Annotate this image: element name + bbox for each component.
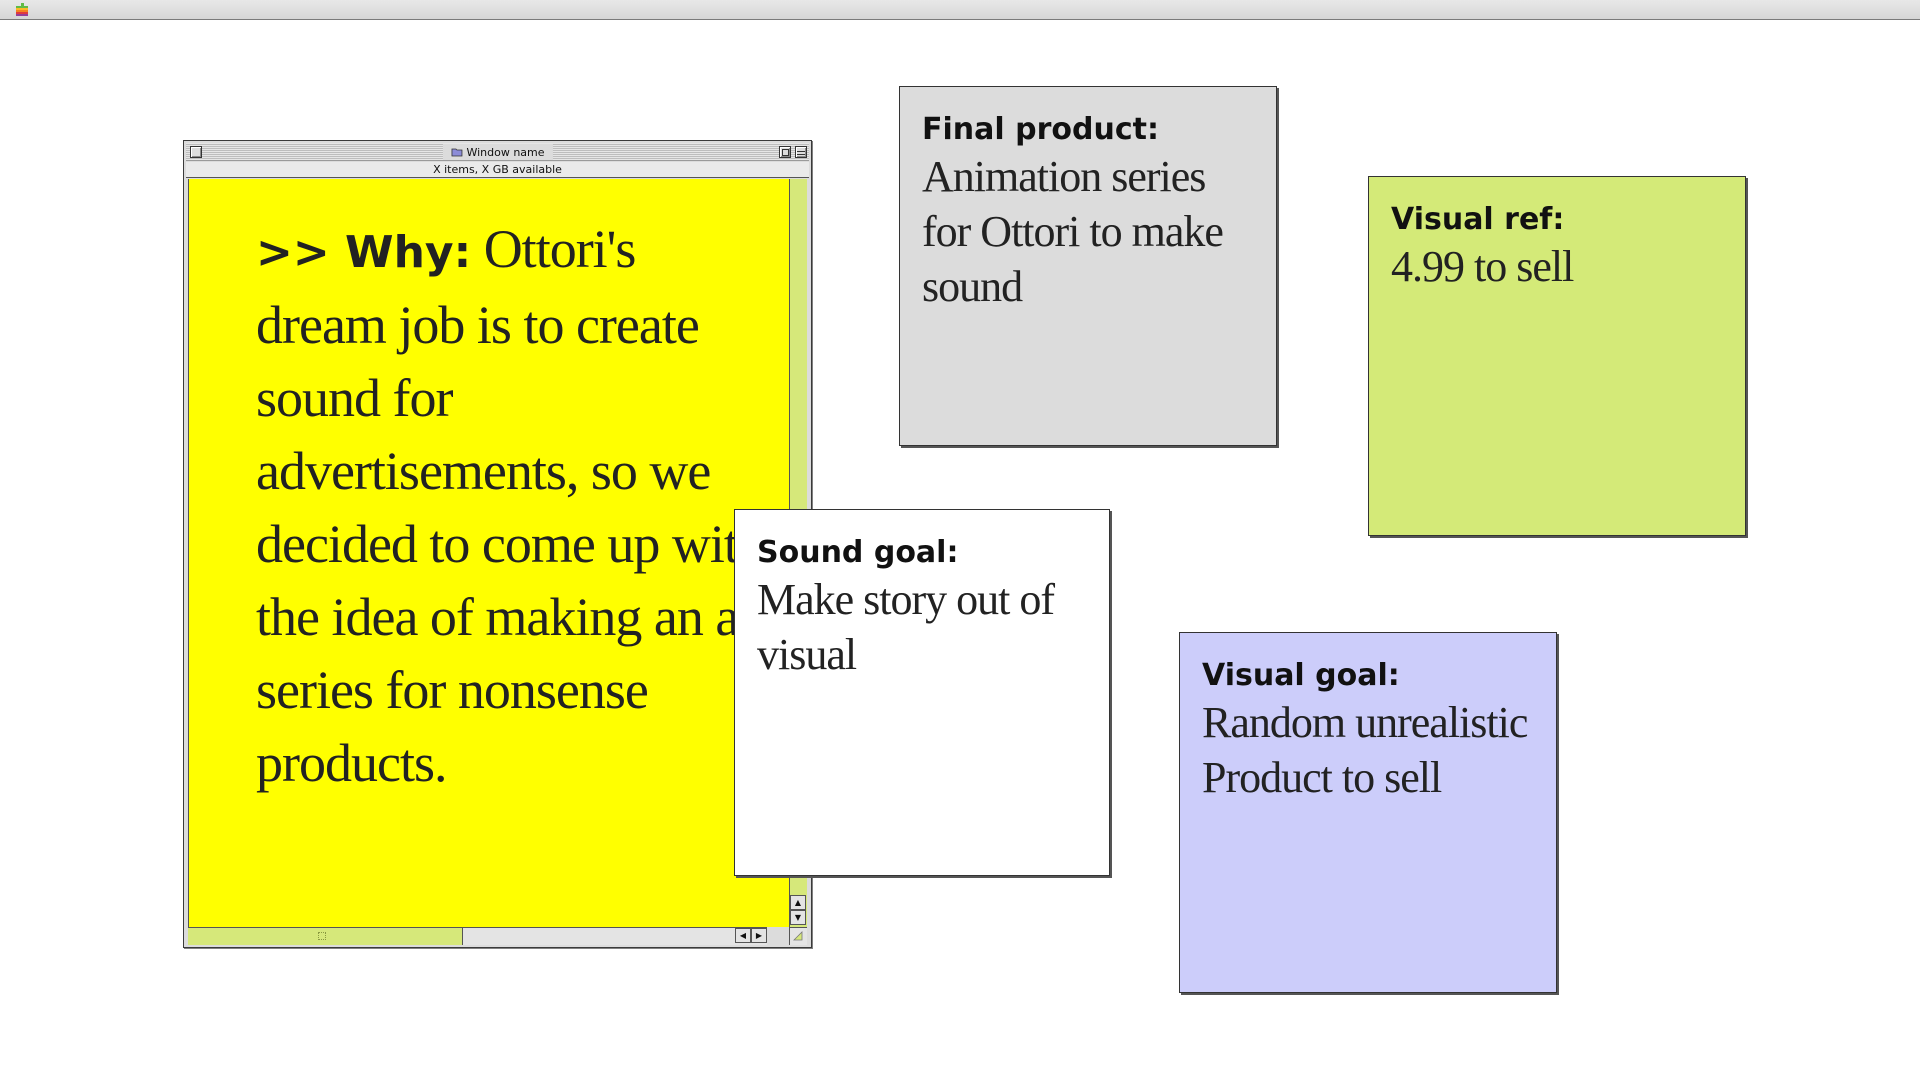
scroll-down-arrow-icon[interactable]: ▼ xyxy=(790,910,806,925)
window-title: Window name xyxy=(442,144,553,160)
finder-window[interactable]: Window name X items, X GB available >> W… xyxy=(183,140,812,948)
scroll-up-arrow-icon[interactable]: ▲ xyxy=(790,895,806,910)
note-visual-ref[interactable]: Visual ref: 4.99 to sell xyxy=(1368,176,1746,536)
zoom-box-icon[interactable] xyxy=(779,146,791,158)
note-label: Final product: xyxy=(922,112,1159,147)
menu-bar xyxy=(0,0,1920,20)
folder-icon xyxy=(451,148,462,157)
why-body: Ottori's dream job is to create sound fo… xyxy=(256,219,765,793)
scroll-right-arrow-icon[interactable]: ▶ xyxy=(751,928,767,943)
horizontal-scrollbar[interactable]: ◀ ▶ xyxy=(188,927,767,945)
resize-grip-icon[interactable] xyxy=(789,927,807,945)
collapse-box-icon[interactable] xyxy=(795,146,807,158)
window-content: >> Why: Ottori's dream job is to create … xyxy=(188,179,789,927)
note-body: Animation series for Ottori to make soun… xyxy=(922,152,1224,311)
note-sound-goal[interactable]: Sound goal: Make story out of visual xyxy=(734,509,1110,876)
note-body: 4.99 to sell xyxy=(1391,242,1574,291)
note-body: Random unrealistic Product to sell xyxy=(1202,698,1528,802)
note-label: Visual goal: xyxy=(1202,658,1400,693)
apple-logo-icon[interactable] xyxy=(14,2,30,18)
window-title-text: Window name xyxy=(466,145,545,159)
why-paragraph: >> Why: Ottori's dream job is to create … xyxy=(256,213,766,800)
window-info-bar: X items, X GB available xyxy=(186,162,809,178)
why-label: >> Why: xyxy=(256,227,472,278)
note-label: Visual ref: xyxy=(1391,202,1565,237)
note-final-product[interactable]: Final product: Animation series for Otto… xyxy=(899,86,1277,446)
window-title-bar[interactable]: Window name xyxy=(186,143,809,161)
note-visual-goal[interactable]: Visual goal: Random unrealistic Product … xyxy=(1179,632,1557,993)
scroll-left-arrow-icon[interactable]: ◀ xyxy=(735,928,751,943)
note-body: Make story out of visual xyxy=(757,575,1055,679)
horizontal-scroll-track[interactable] xyxy=(188,928,463,945)
close-box-icon[interactable] xyxy=(190,146,202,158)
note-label: Sound goal: xyxy=(757,535,959,570)
horizontal-scroll-thumb[interactable] xyxy=(318,932,326,940)
